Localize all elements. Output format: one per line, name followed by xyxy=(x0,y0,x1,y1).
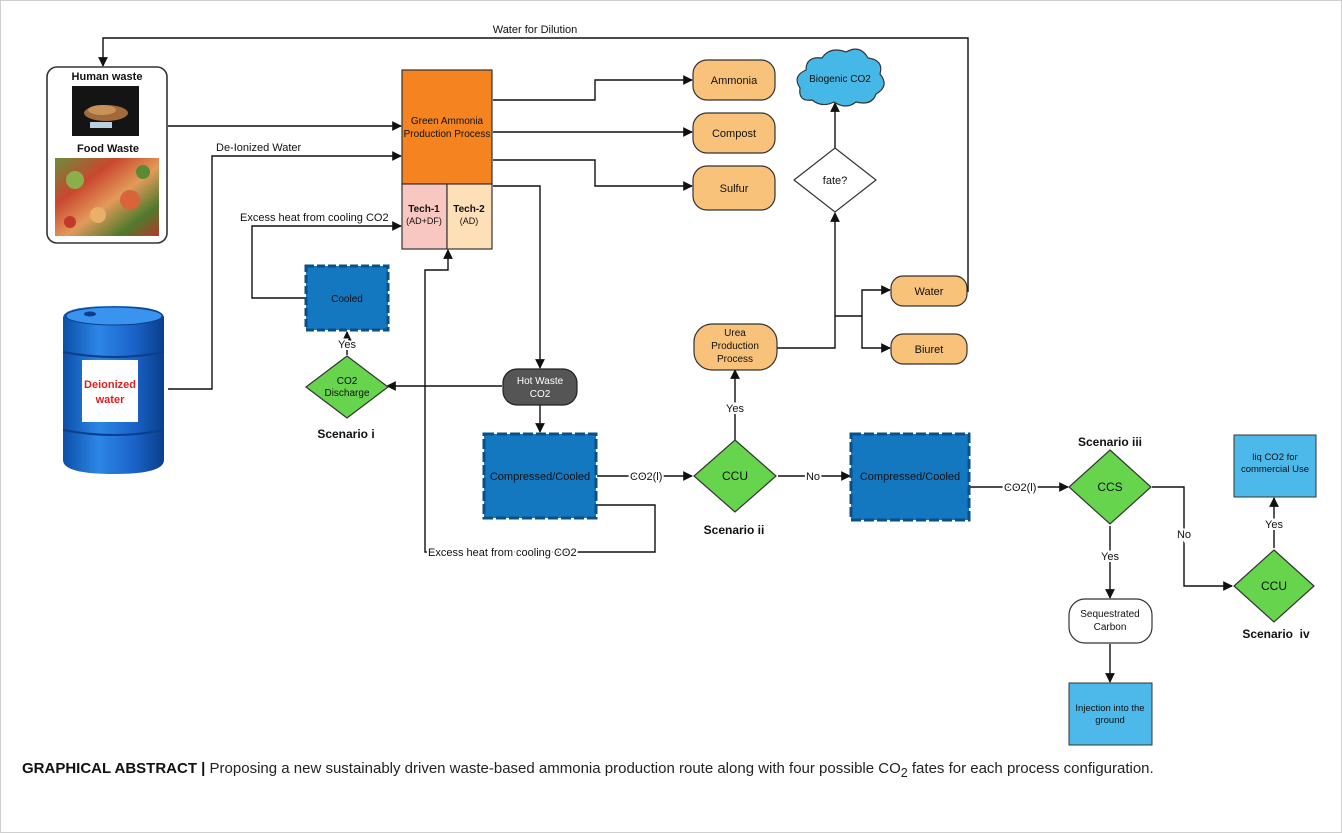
hot-waste-label-2: CO2 xyxy=(530,389,551,400)
tech-2-label: Tech-2 xyxy=(453,204,485,215)
connector-lines xyxy=(98,37,1279,683)
barrel-label-line-1: Deionized xyxy=(84,379,136,391)
edge-urea-to-fate xyxy=(777,212,840,349)
co2-discharge-decision: CO2 Discharge xyxy=(305,355,389,419)
edge-to-ammonia xyxy=(493,75,693,101)
ccu-1-label: CCU xyxy=(722,469,748,483)
co2-discharge-label-2: Discharge xyxy=(324,388,369,399)
urea-label-line-3: Process xyxy=(717,354,753,365)
injection-label-1: Injection into the xyxy=(1075,703,1144,714)
product-sulfur-label: Sulfur xyxy=(720,183,749,195)
cooled-node: Cooled xyxy=(304,264,390,332)
compressed-cooled-node-2: Compressed/Cooled xyxy=(849,432,971,522)
tech-1-node: Tech-1 (AD+DF) xyxy=(401,183,448,250)
edge-to-hot-waste xyxy=(493,185,545,369)
tech-1-label: Tech-1 xyxy=(408,204,440,215)
compressed-cooled-label-1: Compressed/Cooled xyxy=(490,471,590,483)
ccs-decision: CCS xyxy=(1068,449,1152,525)
co2-discharge-label-1: CO2 xyxy=(337,376,358,387)
edge-urea-to-water xyxy=(835,285,891,317)
liq-co2-label-1: liq CO2 for xyxy=(1252,452,1297,463)
biogenic-co2-cloud: Biogenic CO2 xyxy=(796,48,885,107)
biogenic-co2-label: Biogenic CO2 xyxy=(809,74,871,85)
tech-2-node: Tech-2 (AD) xyxy=(446,183,493,250)
liq-co2-commercial-node: liq CO2 for commercial Use xyxy=(1233,434,1317,498)
injection-label-2: ground xyxy=(1095,715,1125,726)
label-food-waste: Food Waste xyxy=(77,143,139,155)
label-excess-heat-top: Excess heat from cooling CO2 xyxy=(240,212,389,224)
compressed-cooled-label-2: Compressed/Cooled xyxy=(860,471,960,483)
ccs-label: CCS xyxy=(1097,480,1122,494)
waste-input-box: Human waste Food Waste xyxy=(46,66,168,244)
edge-compressed-heat xyxy=(424,249,656,553)
caption-text-start: Proposing a new sustainably driven waste… xyxy=(209,760,901,777)
product-sulfur: Sulfur xyxy=(692,165,776,211)
label-water-for-dilution: Water for Dilution xyxy=(493,24,578,36)
label-no-ccs: No xyxy=(1177,529,1191,541)
label-deionized-water: De-Ionized Water xyxy=(216,142,302,154)
caption-subscript: 2 xyxy=(900,766,908,780)
edge-to-sulfur xyxy=(493,159,693,191)
fate-decision-label: fate? xyxy=(823,175,847,187)
urea-label-line-1: Urea xyxy=(724,328,746,339)
product-compost-label: Compost xyxy=(712,128,756,140)
liq-co2-label-2: commercial Use xyxy=(1241,464,1309,475)
sequestrated-carbon-node: Sequestrated Carbon xyxy=(1068,598,1153,644)
water-output-node: Water xyxy=(890,275,968,307)
human-waste-image xyxy=(72,86,139,136)
scenario-i-label: Scenario i xyxy=(317,427,374,441)
ccu-decision-2: CCU xyxy=(1233,549,1315,623)
ccu-2-label: CCU xyxy=(1261,579,1287,593)
process-label-line-2: Production Process xyxy=(404,129,491,140)
label-no-ccu: No xyxy=(806,471,820,483)
deionized-water-barrel: Deionized water xyxy=(62,306,165,474)
biuret-output-label: Biuret xyxy=(915,344,944,356)
edge-ccs-to-ccu2 xyxy=(1152,486,1233,591)
label-yes-urea: Yes xyxy=(726,403,744,415)
product-ammonia-label: Ammonia xyxy=(711,75,758,87)
compressed-cooled-node-1: Compressed/Cooled xyxy=(482,432,598,520)
green-ammonia-process-node: Green Ammonia Production Process xyxy=(401,69,493,185)
injection-ground-node: Injection into the ground xyxy=(1068,682,1153,746)
label-yes-commercial: Yes xyxy=(1265,519,1283,531)
label-co2-liquid-2: CO2(l) xyxy=(1004,482,1036,494)
label-yes-cooled: Yes xyxy=(338,339,356,351)
urea-production-node: Urea Production Process xyxy=(693,323,778,371)
label-excess-heat-bottom: Excess heat from cooling CO2 xyxy=(428,547,577,559)
process-flow-diagram: Water for Dilution De-Ionized Water Exce… xyxy=(46,24,1317,746)
edge-deionized-water xyxy=(168,151,402,390)
figure-caption: GRAPHICAL ABSTRACT | Proposing a new sus… xyxy=(22,758,1322,784)
label-yes-sequestrated: Yes xyxy=(1101,551,1119,563)
sequestrated-label-1: Sequestrated xyxy=(1080,609,1140,620)
scenario-iv-label: Scenario iv xyxy=(1242,627,1310,641)
tech-2-sublabel: (AD) xyxy=(460,216,479,226)
sequestrated-label-2: Carbon xyxy=(1094,622,1127,633)
edge-water-dilution xyxy=(98,37,969,292)
barrel-label-line-2: water xyxy=(95,394,125,406)
water-output-label: Water xyxy=(915,286,944,298)
ccu-decision-1: CCU xyxy=(693,439,777,513)
hot-waste-co2-node: Hot Waste CO2 xyxy=(502,368,578,406)
scenario-iii-label: Scenario iii xyxy=(1078,435,1142,449)
product-compost: Compost xyxy=(692,112,776,154)
caption-bold: GRAPHICAL ABSTRACT | xyxy=(22,760,206,777)
label-co2-liquid-1: CO2(l) xyxy=(630,471,662,483)
scenario-ii-label: Scenario ii xyxy=(704,523,765,537)
process-label-line-1: Green Ammonia xyxy=(411,116,484,127)
biuret-output-node: Biuret xyxy=(890,333,968,365)
urea-label-line-2: Production xyxy=(711,341,759,352)
caption-text-end: fates for each process configuration. xyxy=(907,760,1154,777)
cooled-label: Cooled xyxy=(331,294,363,305)
hot-waste-label-1: Hot Waste xyxy=(517,376,564,387)
tech-1-sublabel: (AD+DF) xyxy=(406,216,442,226)
edge-cooled-heat xyxy=(251,221,402,299)
fate-decision: fate? xyxy=(793,147,877,213)
edge-urea-to-biuret xyxy=(861,316,891,353)
food-waste-image xyxy=(55,158,159,236)
product-ammonia: Ammonia xyxy=(692,59,776,101)
label-human-waste: Human waste xyxy=(72,71,143,83)
